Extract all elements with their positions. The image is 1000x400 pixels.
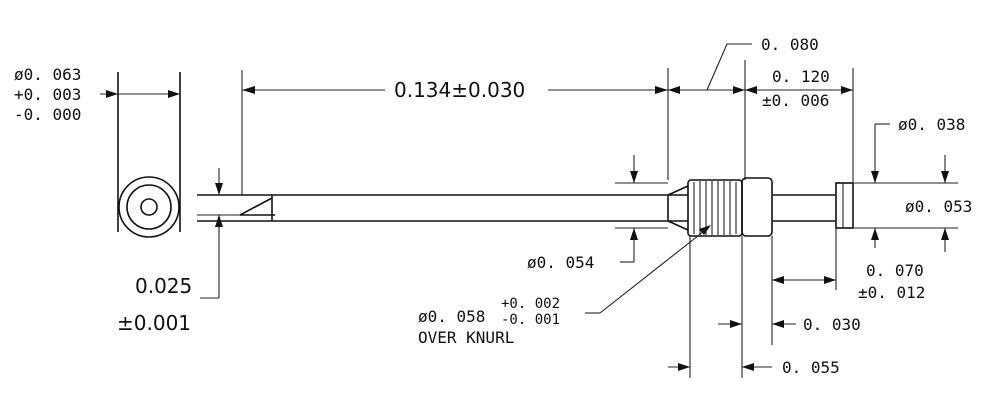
knurl-texture	[693, 181, 737, 235]
tail-length-label-1: 0. 120	[772, 67, 830, 86]
knurl-dia-label: ø0. 058	[418, 307, 485, 326]
tip-length-label-1: 0. 070	[866, 261, 924, 280]
tip-dia-arrow-top	[871, 171, 879, 183]
knurl-leader-arrow	[699, 225, 711, 235]
end-dia-label: ø0. 063	[14, 65, 81, 84]
pin-body	[197, 60, 854, 237]
collar-thick-arrow-left	[730, 320, 742, 328]
flat-chamfer-top	[239, 197, 273, 216]
tail-length-arrow-right	[841, 86, 853, 94]
length-arrow-left	[242, 86, 255, 94]
collar-thick-arrow-right	[772, 320, 784, 328]
flat-depth-arrow-bottom	[215, 215, 223, 227]
end-view-bore-circle	[140, 198, 158, 216]
tip-dia-label: ø0. 038	[898, 115, 965, 134]
flat-depth-dim	[200, 168, 223, 299]
length-dim	[242, 86, 668, 94]
knurl-length-label: 0. 055	[782, 358, 840, 377]
tail-length-dim	[745, 86, 853, 94]
length-label: 0.134±0.030	[394, 78, 525, 102]
flat-depth-label-1: 0.025	[135, 274, 192, 298]
outer-dia-dim	[853, 155, 958, 252]
outer-dia-arrow-bottom	[941, 228, 949, 240]
end-dia-arrow-left	[106, 90, 118, 98]
shank-dia-arrow-top	[630, 171, 638, 183]
collar-width-label: 0. 080	[761, 35, 819, 54]
collar-width-dim	[668, 43, 752, 94]
end-view-middle-circle	[126, 184, 172, 230]
knurl-dia-dim	[585, 225, 711, 314]
tip-length-arrow-left	[772, 276, 784, 284]
knurl-length-arrow-left	[678, 363, 690, 371]
knurl-note: OVER KNURL	[418, 328, 514, 347]
knurl-band	[687, 179, 743, 237]
end-view	[100, 72, 181, 238]
knurl-leader	[599, 227, 709, 314]
collar-width-arrow-left	[668, 86, 680, 94]
tip-dia-arrow-bottom	[871, 228, 879, 240]
end-view-outer-circle	[118, 176, 180, 238]
collar-thick-label: 0. 030	[803, 315, 861, 334]
knurl-tol-minus: -0. 001	[501, 312, 560, 328]
outer-dia-arrow-top	[941, 171, 949, 183]
knurl-chamfer	[667, 185, 689, 231]
tip-dia-dim	[871, 123, 890, 248]
end-dia-tol-minus: -0. 000	[14, 105, 81, 124]
flat-depth-arrow-top	[215, 183, 223, 195]
tip-length-label-2: ±0. 012	[858, 283, 925, 302]
collar-width-leader	[706, 43, 752, 91]
tip-length-dim	[771, 228, 837, 345]
length-arrow-right	[655, 86, 668, 94]
tip-length-arrow-right	[824, 276, 836, 284]
tail-length-arrow-left	[745, 86, 757, 94]
collar-thick-dim	[718, 236, 796, 378]
collar-width-arrow-right	[733, 86, 745, 94]
shank-dia-dim	[615, 155, 668, 263]
collar	[741, 177, 773, 237]
tail-length-label-2: ±0. 006	[762, 91, 829, 110]
knurl-tol-plus: +0. 002	[501, 296, 560, 312]
outer-dia-label: ø0. 053	[905, 197, 972, 216]
end-dia-arrow-right	[168, 90, 180, 98]
end-dia-tol-plus: +0. 003	[14, 85, 81, 104]
knurl-length-dim	[668, 236, 772, 378]
tip-ring	[835, 182, 854, 229]
shank-dia-arrow-bottom	[630, 228, 638, 240]
flat-depth-label-2: ±0.001	[117, 311, 191, 335]
knurl-length-arrow-right	[742, 363, 754, 371]
shank-dia-label: ø0. 054	[527, 253, 594, 272]
